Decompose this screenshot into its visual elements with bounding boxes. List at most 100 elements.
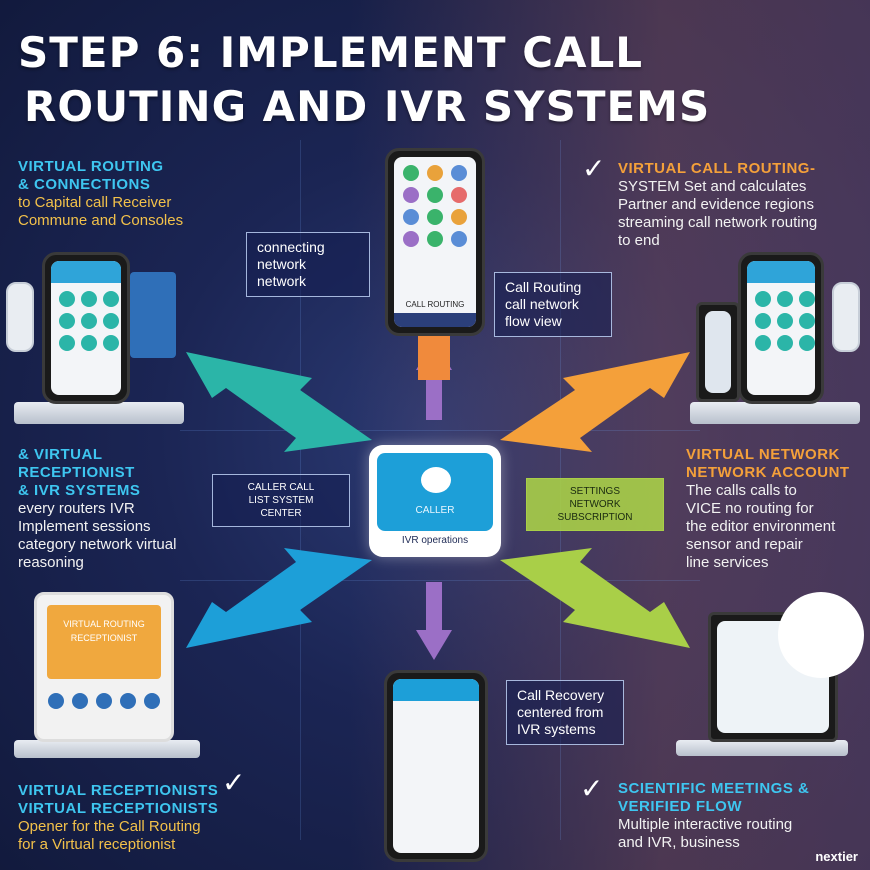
page-title: STEP 6: IMPLEMENT CALL ROUTING AND IVR S… <box>18 26 858 134</box>
bottom-right-body-1: Multiple interactive routing <box>618 816 793 833</box>
desk-phone-screen <box>705 311 731 393</box>
keypad-key <box>81 313 97 329</box>
right-phone <box>738 252 824 404</box>
bottom-right-heading-2: VERIFIED FLOW <box>618 798 742 815</box>
keypad-key <box>59 335 75 351</box>
arrow-to-bottom-right <box>500 548 690 648</box>
top-phone: CALL ROUTING <box>385 148 485 336</box>
callout-connecting: connecting network network <box>246 232 370 297</box>
mid-left-heading-1: & VIRTUAL RECEPTIONIST <box>18 446 135 481</box>
bottom-right-body-2: and IVR, business <box>618 834 740 851</box>
top-connector-orange <box>418 330 450 380</box>
callout-line: Call Routing <box>505 279 582 295</box>
callout-line: CENTER <box>260 508 302 519</box>
mid-left-body-3: category network virtual <box>18 536 177 553</box>
top-left-heading-1: VIRTUAL ROUTING <box>18 158 164 175</box>
desk-left <box>14 402 184 424</box>
arrow-down-purple <box>416 582 452 660</box>
keypad-key <box>777 335 793 351</box>
app-icon <box>451 187 467 203</box>
bottom-left-tablet: VIRTUAL ROUTING RECEPTIONIST <box>34 592 174 742</box>
callout-line: network <box>257 273 307 289</box>
top-phone-screen: CALL ROUTING <box>394 157 476 327</box>
top-left-block: VIRTUAL ROUTING & CONNECTIONS to Capital… <box>18 158 258 230</box>
circuit-line <box>180 430 700 431</box>
top-right-body-4: to end <box>618 232 660 249</box>
app-icon <box>427 165 443 181</box>
bottom-left-heading-1: VIRTUAL RECEPTIONISTS <box>18 782 219 799</box>
callout-line: connecting <box>257 239 325 255</box>
keypad-key <box>103 291 119 307</box>
bottom-left-body-1: Opener for the Call Routing <box>18 818 201 835</box>
mid-right-body-5: line services <box>686 554 769 571</box>
arrow-to-top-right <box>500 352 690 452</box>
callout-line: NETWORK SUBSCRIPTION <box>557 499 633 523</box>
top-left-heading-2: & CONNECTIONS <box>18 176 151 193</box>
tablet-icon <box>96 693 112 709</box>
callout-line: IVR systems <box>517 721 596 737</box>
brand-logo: nextier <box>815 849 858 864</box>
callout-settings: SETTINGS NETWORK SUBSCRIPTION <box>526 478 664 531</box>
mid-right-body-3: the editor environment <box>686 518 836 535</box>
app-icon <box>403 231 419 247</box>
keypad-key <box>81 335 97 351</box>
app-grid <box>394 157 476 255</box>
keypad-key <box>799 335 815 351</box>
caller-hub-screen: CALLER <box>377 453 493 531</box>
desk-bottom-left <box>14 740 200 758</box>
left-keypad <box>51 283 121 359</box>
left-phone-screen <box>51 261 121 395</box>
keypad-key <box>755 335 771 351</box>
callout-line: flow view <box>505 313 562 329</box>
top-phone-footer: CALL ROUTING <box>405 300 465 309</box>
callout-line: network <box>257 256 307 272</box>
right-phone-screen <box>747 261 815 395</box>
callout-line: centered from <box>517 704 604 720</box>
left-phone-header <box>51 261 121 283</box>
router-device-left <box>130 272 176 358</box>
top-right-block: VIRTUAL CALL ROUTING- SYSTEM Set and cal… <box>618 160 858 250</box>
checkmark-icon: ✓ <box>222 766 246 799</box>
bottom-phone-header <box>393 679 479 701</box>
callout-line: CALLER CALL <box>247 482 315 493</box>
callout-line: call network <box>505 296 579 312</box>
callout-ivr-systems: Call Recovery centered from IVR systems <box>506 680 624 745</box>
top-right-body-1: SYSTEM Set and calculates <box>618 178 807 195</box>
app-icon <box>427 209 443 225</box>
app-icon <box>451 209 467 225</box>
title-line-1: STEP 6: IMPLEMENT CALL <box>18 28 644 77</box>
app-icon <box>451 231 467 247</box>
callout-call-routing: Call Routing call network flow view <box>494 272 612 337</box>
tablet-icon <box>120 693 136 709</box>
caller-hub[interactable]: CALLER IVR operations <box>369 445 501 557</box>
right-keypad <box>747 283 815 359</box>
bottom-right-block: SCIENTIFIC MEETINGS & VERIFIED FLOW Mult… <box>618 780 858 852</box>
mid-left-block: & VIRTUAL RECEPTIONIST & IVR SYSTEMS eve… <box>18 446 218 572</box>
keypad-key <box>755 313 771 329</box>
title-line-2: ROUTING AND IVR SYSTEMS <box>24 82 711 131</box>
handset-left <box>6 282 34 352</box>
tablet-icon <box>72 693 88 709</box>
tablet-icon <box>144 693 160 709</box>
mid-right-heading-1: VIRTUAL NETWORK <box>686 446 840 463</box>
top-right-body-2: Partner and evidence regions <box>618 196 814 213</box>
desk-bottom-right <box>676 740 848 756</box>
phone-icon <box>778 592 864 678</box>
mid-left-body-4: reasoning <box>18 554 84 571</box>
top-left-body-1: to Capital call Receiver <box>18 194 172 211</box>
checkmark-icon: ✓ <box>582 152 606 185</box>
keypad-key <box>777 313 793 329</box>
app-icon <box>403 165 419 181</box>
app-icon <box>403 187 419 203</box>
keypad-key <box>755 291 771 307</box>
desk-phone-right <box>696 302 740 402</box>
top-right-body-3: streaming call network routing <box>618 214 818 231</box>
tablet-icon <box>48 693 64 709</box>
keypad-key <box>59 313 75 329</box>
mid-left-body-1: every routers IVR <box>18 500 135 517</box>
bottom-right-heading-1: SCIENTIFIC MEETINGS & <box>618 780 810 797</box>
mid-right-body-1: The calls calls to <box>686 482 797 499</box>
handset-right <box>832 282 860 352</box>
bottom-phone-screen <box>393 679 479 853</box>
